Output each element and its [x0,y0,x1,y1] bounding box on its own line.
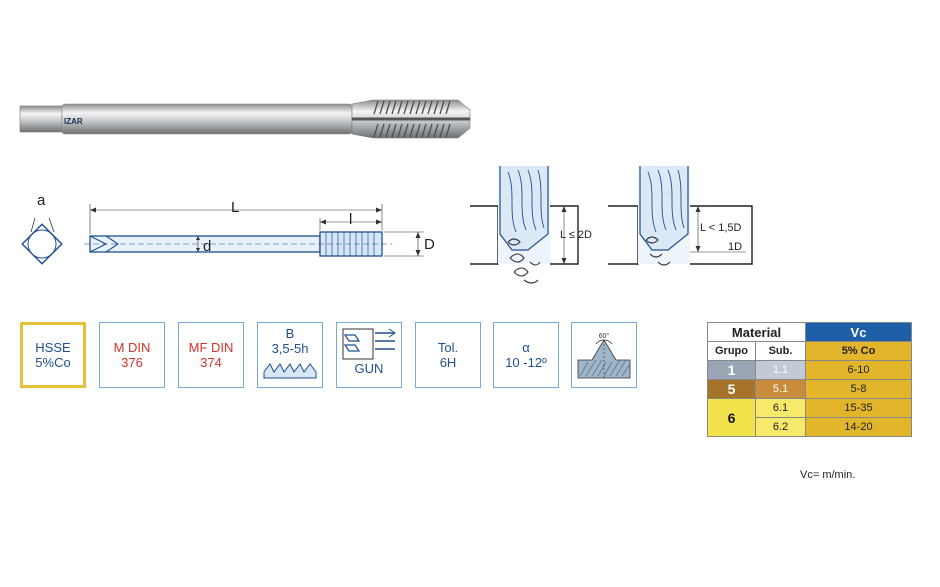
spec-alpha-line2: 10 -12º [505,355,547,370]
spec-mfdin-line1: MF DIN [188,340,234,355]
dim-L-label: L [231,199,240,216]
vc-unit-note: Vc= m/min. [800,469,856,481]
brand-logo-text: IZAR [64,117,83,126]
table-row: 1 1.1 6-10 [707,360,912,380]
table-row: 5 5.1 5-8 [707,379,912,399]
blind-hole-label: L ≤ 2D [560,229,592,241]
spec-material-line2: 5%Co [35,355,71,370]
spec-mdin-line1: M DIN [113,340,151,355]
sub-cell: 5.1 [755,379,806,399]
spec-tol-line1: Tol. [437,340,459,355]
tap-technical-drawing [21,204,424,265]
dim-a-label: a [37,192,46,209]
dim-d-label: d [203,238,212,255]
sub-header: Sub. [755,341,806,361]
spec-tol: Tol. 6H [415,322,481,388]
sub-cell: 1.1 [755,360,806,380]
vc-header: Vc [805,322,912,342]
thread-profile-icon [263,363,317,379]
spec-tolerance-b-line2: 3,5-5h [271,341,309,356]
table-row: 6.2 14-20 [708,417,912,437]
sub-cell: 6.2 [755,417,806,437]
spec-mdin: M DIN 376 [99,322,165,388]
through-hole-sub-label: 1D [728,241,742,253]
co-header: 5% Co [805,341,912,361]
cutting-speed-table: Material Vc Grupo Sub. 5% Co 1 1.1 6-10 … [707,322,912,437]
spec-mdin-line2: 376 [121,355,143,370]
spec-alpha-line1: α [522,340,530,355]
spec-angle: 60° [571,322,637,388]
tap-photo [19,99,471,139]
vc-cell: 6-10 [805,360,912,380]
blind-hole-diagram: L ≤ 2D [470,166,592,284]
spec-alpha: α 10 -12º [493,322,559,388]
square-section-icon [21,217,63,265]
spec-material-line1: HSSE [35,340,71,355]
material-header: Material [707,322,806,342]
vc-cell: 5-8 [805,379,912,399]
grupo-cell: 1 [707,360,756,380]
spec-angle-label: 60° [599,332,610,340]
gun-point-icon [342,328,396,360]
dim-l-label: l [349,211,353,228]
grupo-header: Grupo [707,341,756,361]
spec-tolerance-b-line1: B [285,326,295,341]
through-hole-label: L < 1,5D [700,222,742,234]
brand-logo: IZAR [64,117,83,126]
sub-cell: 6.1 [755,398,806,418]
table-row: 6 6.1 15-35 [707,398,912,437]
vc-cell: 14-20 [805,417,912,437]
spec-tol-line2: 6H [439,355,457,370]
vc-cell: 15-35 [805,398,912,418]
thread-angle-icon: 60° [577,332,631,379]
grupo-cell: 6 [707,398,756,437]
spec-mfdin-line2: 374 [200,355,222,370]
grupo-cell: 5 [707,379,756,399]
through-hole-diagram: L < 1,5D 1D [608,166,753,266]
spec-gun-label: GUN [354,361,384,376]
dim-D-label: D [424,236,435,253]
spec-material: HSSE 5%Co [20,322,86,388]
spec-tolerance-b: B 3,5-5h [257,322,323,388]
spec-gun: GUN [336,322,402,388]
spec-mfdin: MF DIN 374 [178,322,244,388]
